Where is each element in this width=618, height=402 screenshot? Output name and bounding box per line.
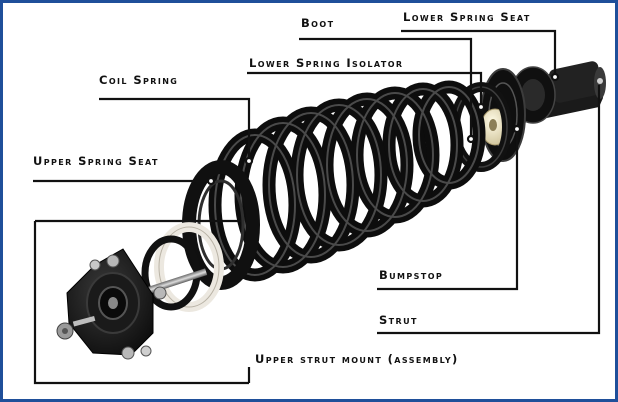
upper-strut-mount — [56, 248, 167, 360]
leader-lines — [33, 29, 601, 385]
leader-upper-strut-mount — [33, 221, 249, 385]
label-lower-spring-isolator: Lower Spring Isolator — [249, 56, 404, 70]
leader-boot-dot — [466, 134, 476, 144]
leader-boot — [299, 37, 473, 139]
leader-lower-spring-isolator-dot — [476, 102, 486, 112]
leader-coil-spring — [99, 97, 251, 161]
leader-lower-spring-isolator — [247, 71, 483, 107]
leader-upper-spring-seat-dot — [206, 176, 216, 186]
coil-spring — [208, 80, 486, 282]
label-upper-spring-seat: Upper Spring Seat — [33, 154, 159, 168]
strut-assembly-illustration — [33, 29, 606, 385]
leader-lower-spring-seat — [401, 29, 557, 77]
leader-strut — [377, 85, 601, 335]
label-boot: Boot — [301, 16, 335, 30]
leader-bumpstop-dot — [512, 124, 522, 134]
label-coil-spring: Coil Spring — [99, 73, 179, 87]
label-strut: Strut — [379, 313, 418, 327]
leader-bumpstop — [377, 129, 519, 291]
label-upper-strut-mount: Upper strut mount (assembly) — [255, 352, 459, 366]
label-bumpstop: Bumpstop — [379, 268, 444, 282]
label-lower-spring-seat: Lower Spring Seat — [403, 10, 531, 24]
leader-coil-spring-dot — [244, 156, 254, 166]
leader-lower-spring-seat-dot — [550, 72, 560, 82]
